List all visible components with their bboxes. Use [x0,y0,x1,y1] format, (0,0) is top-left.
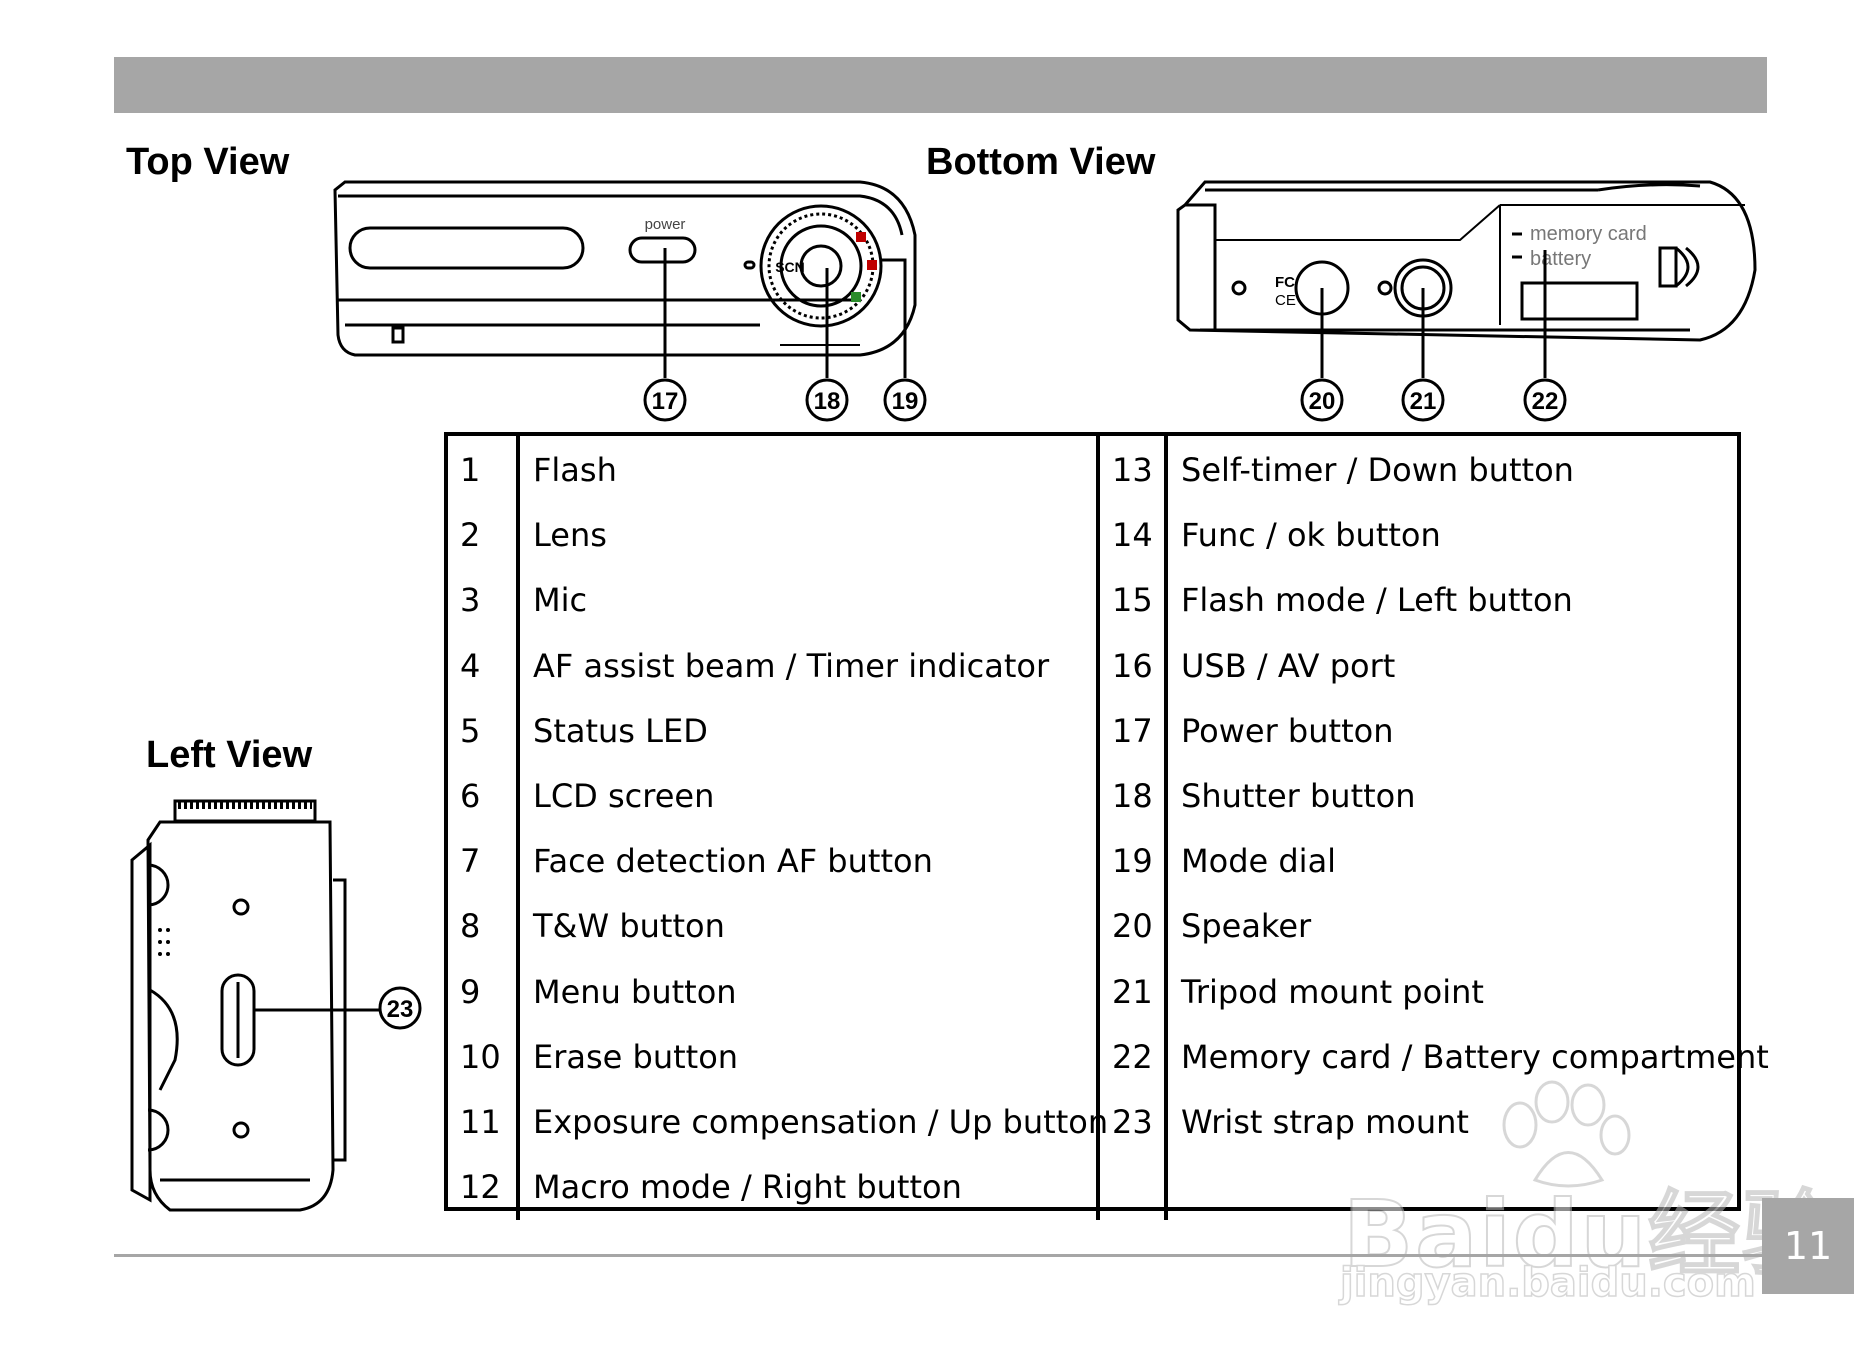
left-view-camera-drawing: 23 [130,799,422,1212]
fc-mark: FC [1275,274,1295,291]
legend-label: Speaker [1181,907,1312,946]
legend-number: 9 [460,972,481,1011]
page-number: 11 [1762,1198,1854,1294]
bottom-view-camera-drawing: FC CE memory card battery 20 21 22 [1176,180,1757,422]
header-bar [114,57,1767,113]
svg-text:21: 21 [1410,388,1437,415]
mode-dial-red-mark [856,232,866,242]
callout-19: 19 [883,378,927,422]
legend-label: Exposure compensation / Up button [533,1102,1109,1141]
legend-number: 16 [1112,646,1153,685]
legend-number: 20 [1112,907,1153,946]
top-view-heading: Top View [126,141,290,183]
callout-23: 23 [378,986,422,1030]
legend-left-labels: Flash Lens Mic AF assist beam / Timer in… [516,436,1109,1221]
legend-number: 17 [1112,711,1153,750]
legend-number: 2 [460,516,481,555]
legend-number: 1 [460,451,481,489]
legend-label: Lens [533,516,607,555]
scn-label: SCN [775,259,805,275]
legend-number: 13 [1112,451,1153,489]
legend-label: T&W button [533,907,725,946]
legend-number: 4 [460,646,481,685]
legend-number: 21 [1112,972,1153,1011]
legend-number: 3 [460,581,481,620]
legend-right-numbers: 13 14 15 16 17 18 19 20 21 22 23 [1096,436,1164,1221]
legend-number: 23 [1112,1102,1153,1141]
mode-dial-green-mark [851,292,861,302]
legend-number: 6 [460,776,481,815]
svg-text:19: 19 [892,388,919,415]
legend-label: Func / ok button [1181,516,1441,555]
legend-left-numbers: 1 2 3 4 5 6 7 8 9 10 11 12 [448,436,516,1220]
legend-label: Erase button [533,1037,739,1076]
legend-label: Self-timer / Down button [1181,451,1574,489]
legend-label: Mode dial [1181,842,1337,881]
legend-label: Tripod mount point [1181,972,1484,1011]
legend-label: Menu button [533,972,737,1011]
legend-label: Status LED [533,711,708,750]
footer-rule [114,1254,1762,1257]
memory-card-label: memory card [1530,223,1647,245]
legend-number: 5 [460,711,481,750]
legend-table: 1 2 3 4 5 6 7 8 9 10 11 12 Flash Lens Mi… [444,432,1769,1221]
legend-number: 8 [460,907,481,946]
legend-label: AF assist beam / Timer indicator [533,646,1050,685]
callout-20: 20 [1300,378,1344,422]
left-view-heading: Left View [146,734,313,776]
legend-label: Flash mode / Left button [1181,581,1573,620]
callout-22: 22 [1523,378,1567,422]
callout-18: 18 [805,378,849,422]
legend-number: 19 [1112,842,1153,881]
legend-right-labels: Self-timer / Down button Func / ok butto… [1164,436,1769,1221]
svg-text:22: 22 [1532,388,1559,415]
callout-21: 21 [1401,378,1445,422]
legend-number: 14 [1112,516,1153,555]
top-view-camera-drawing: power SCN 17 18 19 [333,180,927,422]
legend-number: 15 [1112,581,1153,620]
legend-label: Shutter button [1181,776,1416,815]
legend-number: 12 [460,1168,501,1207]
bottom-view-heading: Bottom View [926,141,1156,183]
legend-number: 10 [460,1037,501,1076]
svg-text:20: 20 [1309,388,1336,415]
svg-text:18: 18 [814,388,841,415]
svg-text:23: 23 [387,996,414,1023]
legend-label: LCD screen [533,776,715,815]
legend-label: Macro mode / Right button [533,1168,962,1207]
power-label: power [645,216,686,233]
battery-label: battery [1530,248,1591,270]
legend-label: Power button [1181,711,1394,750]
callout-17: 17 [643,378,687,422]
legend-number: 22 [1112,1037,1153,1076]
legend-label: Flash [533,451,617,489]
legend-label: Memory card / Battery compartment [1181,1037,1769,1076]
legend-label: Mic [533,581,588,620]
mode-dial-red-mark-2 [867,260,877,270]
legend-number: 18 [1112,776,1153,815]
ce-mark: CE [1275,292,1296,309]
watermark-url: jingyan.baidu.com [1339,1259,1756,1307]
legend-label: Face detection AF button [533,842,933,881]
legend-number: 11 [460,1102,501,1141]
legend-label: USB / AV port [1181,646,1396,685]
legend-number: 7 [460,842,481,881]
svg-text:17: 17 [652,388,679,415]
legend-label: Wrist strap mount [1181,1102,1469,1141]
